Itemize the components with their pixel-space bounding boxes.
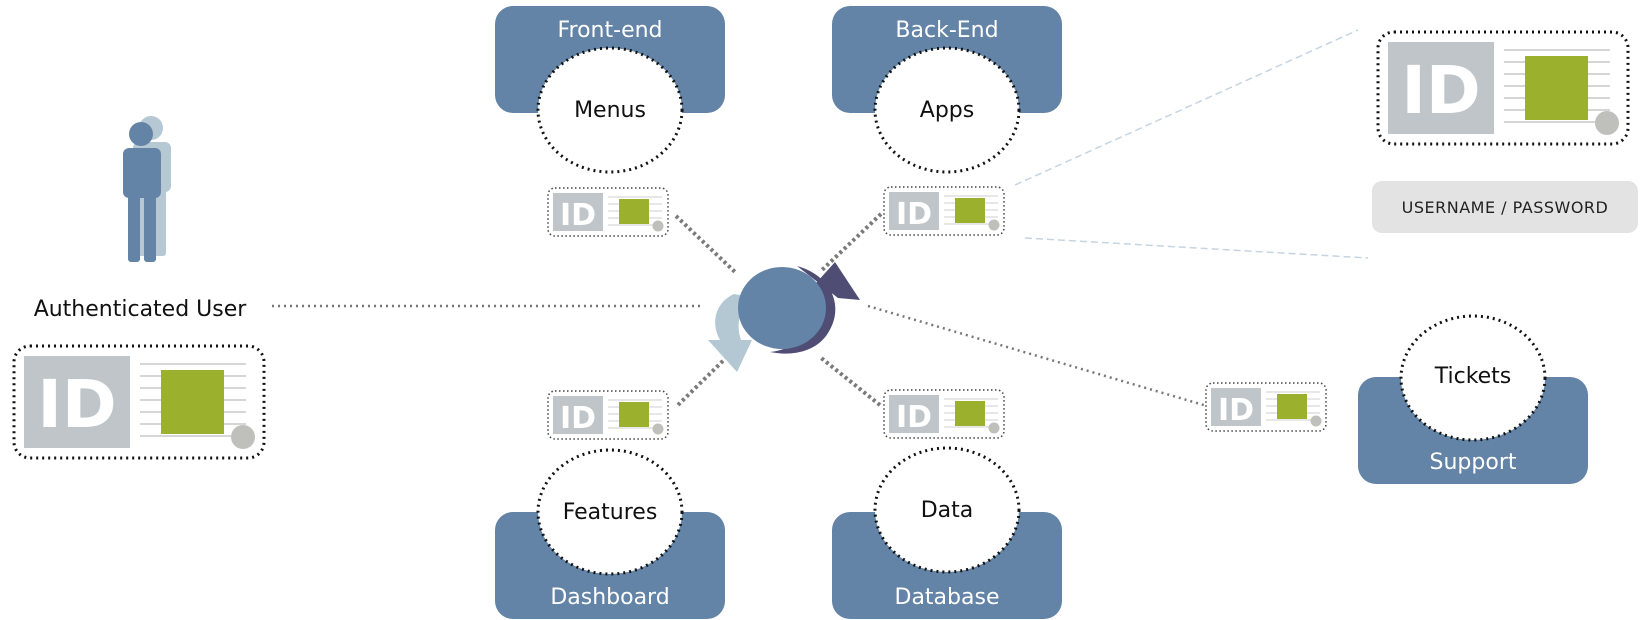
credential-guide-line-top [1014,29,1359,186]
backend-circle-label: Apps [920,98,974,123]
frontend-circle-label: Menus [574,98,646,123]
frontend-box-label: Front-end [557,18,662,43]
credentials-label: USERNAME / PASSWORD [1402,198,1609,217]
backend-box-label: Back-End [895,18,998,43]
user-id-card [12,344,266,460]
support-circle [1399,314,1547,442]
frontend-circle [536,46,684,174]
dashboard-box-label: Dashboard [550,585,669,610]
database-box-label: Database [895,585,1000,610]
connector-backend-hub [820,212,883,272]
support-circle-label: Tickets [1434,364,1512,389]
backend-circle [873,46,1021,174]
database-id-card [883,389,1005,439]
dashboard-circle [536,448,684,576]
backend-id-card [883,186,1005,236]
frontend-id-card [547,187,669,237]
support-box-label: Support [1430,450,1517,475]
user-label: Authenticated User [34,297,248,322]
database-circle [873,446,1021,574]
sync-cycle-icon [708,262,860,372]
dashboard-id-card [547,390,669,440]
support-id-card [1205,382,1327,432]
database-circle-label: Data [921,498,974,523]
connector-hub-support [867,304,1208,408]
dashboard-circle-label: Features [563,500,658,525]
credentials-box [1372,181,1638,233]
user-icon [123,116,171,262]
credential-id-card [1376,30,1630,146]
connector-database-hub [818,355,882,407]
credential-guide-line-bottom [1024,237,1369,259]
connector-dashboard-hub [676,350,734,407]
connector-frontend-hub [674,214,737,274]
